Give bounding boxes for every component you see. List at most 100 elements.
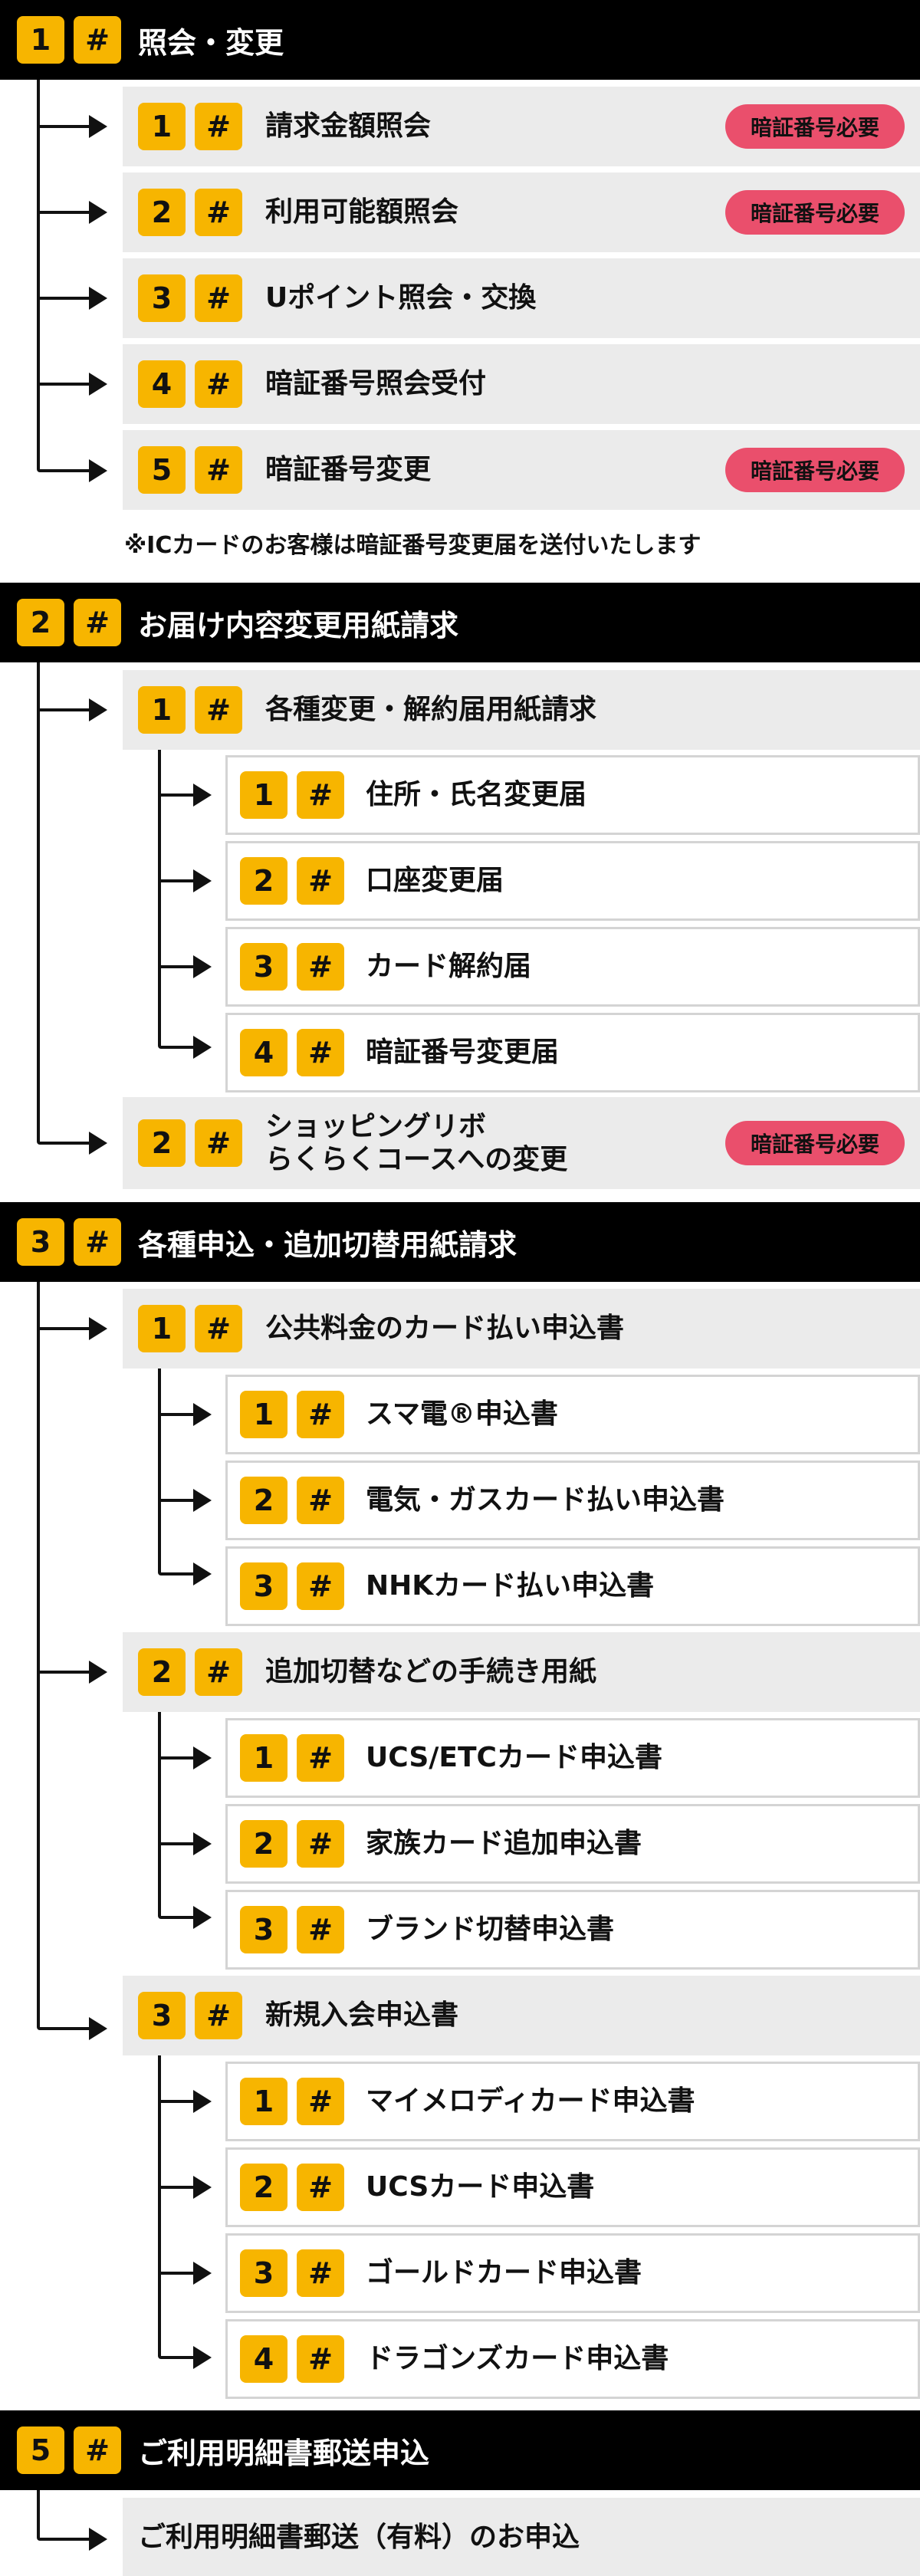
menu-item-address-name-change[interactable]: 1 # 住所・氏名変更届 xyxy=(225,755,920,835)
tree-corner xyxy=(37,1125,40,1145)
arrow-right-icon xyxy=(193,2346,212,2369)
key-number: 1 xyxy=(138,1305,186,1352)
item-key: 1 # xyxy=(240,1391,344,1438)
item-label: 家族カード追加申込書 xyxy=(366,1828,642,1860)
key-hash: # xyxy=(74,1218,121,1266)
item-label-line-2: らくらくコースへの変更 xyxy=(265,1144,568,1175)
key-hash: # xyxy=(297,771,344,819)
subtree-corner xyxy=(158,1029,161,1049)
key-number: 2 xyxy=(240,2164,288,2211)
item-key: 4 # xyxy=(240,1029,344,1076)
section-5-header: 5 # ご利用明細書郵送申込 xyxy=(0,2410,920,2490)
menu-item-my-melody-card[interactable]: 1 # マイメロディカード申込書 xyxy=(225,2062,920,2141)
arrow-right-icon xyxy=(89,2528,107,2551)
key-hash: # xyxy=(297,2164,344,2211)
branch-line xyxy=(158,879,196,882)
arrow-right-icon xyxy=(89,1132,107,1155)
branch-line xyxy=(161,1572,196,1576)
key-hash: # xyxy=(297,1820,344,1868)
item-label: ご利用明細書郵送（有料）のお申込 xyxy=(138,2522,580,2554)
branch-line xyxy=(161,1046,196,1049)
menu-item-billing-inquiry[interactable]: 1 # 請求金額照会 暗証番号必要 xyxy=(123,87,920,166)
menu-item-available-credit[interactable]: 2 # 利用可能額照会 暗証番号必要 xyxy=(123,172,920,252)
key-hash: # xyxy=(297,1734,344,1782)
menu-item-ucs-etc-application[interactable]: 1 # UCS/ETCカード申込書 xyxy=(225,1718,920,1798)
menu-item-additional-switch-forms[interactable]: 2 # 追加切替などの手続き用紙 xyxy=(123,1632,920,1712)
key-hash: # xyxy=(297,1029,344,1076)
key-hash: # xyxy=(74,2426,121,2474)
item-label: ドラゴンズカード申込書 xyxy=(366,2343,669,2375)
menu-item-electric-gas-application[interactable]: 2 # 電気・ガスカード払い申込書 xyxy=(225,1460,920,1540)
key-hash: # xyxy=(297,943,344,991)
subtree-line xyxy=(158,1368,161,1556)
item-label: 口座変更届 xyxy=(366,865,504,897)
branch-line xyxy=(158,1499,196,1502)
branch-line xyxy=(158,2186,196,2189)
key-hash: # xyxy=(74,599,121,646)
arrow-right-icon xyxy=(193,1562,212,1585)
item-key: 1 # xyxy=(240,1734,344,1782)
item-label: 各種変更・解約届用紙請求 xyxy=(265,694,597,726)
branch-line xyxy=(161,1916,196,1919)
section-5-key: 5 # xyxy=(17,2426,121,2474)
menu-item-nhk-application[interactable]: 3 # NHKカード払い申込書 xyxy=(225,1546,920,1626)
key-number: 2 xyxy=(240,1820,288,1868)
item-label: 利用可能額照会 xyxy=(265,196,459,228)
menu-item-point-inquiry[interactable]: 3 # Uポイント照会・交換 xyxy=(123,258,920,338)
key-hash: # xyxy=(297,1391,344,1438)
arrow-right-icon xyxy=(193,869,212,892)
subtree-corner xyxy=(158,1899,161,1919)
arrow-right-icon xyxy=(193,1403,212,1426)
branch-line xyxy=(158,965,196,968)
menu-item-gold-card[interactable]: 3 # ゴールドカード申込書 xyxy=(225,2233,920,2313)
item-key: 2 # xyxy=(240,1477,344,1524)
menu-item-smaden-application[interactable]: 1 # スマ電®申込書 xyxy=(225,1375,920,1454)
arrow-right-icon xyxy=(193,955,212,978)
item-key: 3 # xyxy=(240,2249,344,2297)
branch-line xyxy=(158,794,196,797)
menu-item-account-change[interactable]: 2 # 口座変更届 xyxy=(225,841,920,921)
menu-item-ucs-card[interactable]: 2 # UCSカード申込書 xyxy=(225,2147,920,2227)
menu-item-family-card-application[interactable]: 2 # 家族カード追加申込書 xyxy=(225,1804,920,1884)
tree-line xyxy=(37,662,40,1125)
menu-item-pin-inquiry[interactable]: 4 # 暗証番号照会受付 xyxy=(123,344,920,424)
subtree-line xyxy=(158,750,161,1029)
key-hash: # xyxy=(195,1648,242,1696)
subtree-corner xyxy=(158,2339,161,2359)
branch-line xyxy=(37,1671,92,1674)
branch-line xyxy=(37,383,92,386)
item-label: マイメロディカード申込書 xyxy=(366,2085,695,2118)
key-hash: # xyxy=(297,1477,344,1524)
item-key: 2 # xyxy=(138,1119,242,1167)
menu-item-pin-change[interactable]: 5 # 暗証番号変更 暗証番号必要 xyxy=(123,430,920,510)
menu-item-revolving-course[interactable]: 2 # ショッピングリボ らくらくコースへの変更 暗証番号必要 xyxy=(123,1097,920,1189)
arrow-right-icon xyxy=(89,2017,107,2040)
key-hash: # xyxy=(195,189,242,236)
key-number: 4 xyxy=(240,1029,288,1076)
pin-required-badge: 暗証番号必要 xyxy=(725,1121,905,1165)
subtree-corner xyxy=(158,1556,161,1576)
item-label: 追加切替などの手続き用紙 xyxy=(265,1656,597,1688)
key-number: 1 xyxy=(17,16,64,64)
key-hash: # xyxy=(195,1119,242,1167)
branch-line xyxy=(37,708,92,711)
item-label: 暗証番号変更 xyxy=(265,454,432,486)
item-label: 電気・ガスカード払い申込書 xyxy=(366,1484,725,1516)
menu-item-card-cancel[interactable]: 3 # カード解約届 xyxy=(225,927,920,1007)
key-number: 1 xyxy=(138,686,186,734)
item-label: 住所・氏名変更届 xyxy=(366,779,587,811)
pin-required-badge: 暗証番号必要 xyxy=(725,104,905,149)
menu-item-new-member-application[interactable]: 3 # 新規入会申込書 xyxy=(123,1976,920,2055)
key-hash: # xyxy=(195,103,242,150)
menu-item-change-forms[interactable]: 1 # 各種変更・解約届用紙請求 xyxy=(123,670,920,750)
key-hash: # xyxy=(195,360,242,408)
key-hash: # xyxy=(195,1992,242,2039)
menu-item-brand-switch-application[interactable]: 3 # ブランド切替申込書 xyxy=(225,1890,920,1970)
menu-item-dragons-card[interactable]: 4 # ドラゴンズカード申込書 xyxy=(225,2319,920,2399)
menu-item-pin-change-form[interactable]: 4 # 暗証番号変更届 xyxy=(225,1013,920,1092)
item-label-line-1: ショッピングリボ xyxy=(265,1110,487,1142)
arrow-right-icon xyxy=(193,1832,212,1855)
key-number: 5 xyxy=(138,446,186,494)
menu-item-utility-payment-forms[interactable]: 1 # 公共料金のカード払い申込書 xyxy=(123,1289,920,1368)
menu-item-paid-statement-mailing[interactable]: ご利用明細書郵送（有料）のお申込 xyxy=(123,2498,920,2576)
